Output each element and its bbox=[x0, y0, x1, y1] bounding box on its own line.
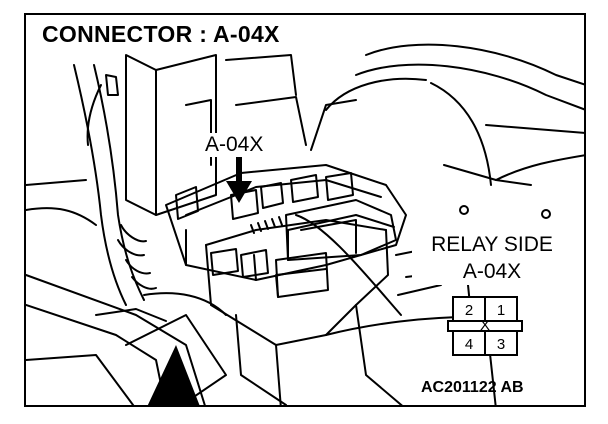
relay-side-heading: RELAY SIDE bbox=[431, 233, 553, 256]
pointer-arrow-icon bbox=[226, 155, 252, 203]
figure-code: AC201122 AB bbox=[421, 379, 524, 396]
diagram-frame: CONNECTOR : A-04X A-04X RELAY SIDE A-04X… bbox=[24, 13, 586, 407]
connector-title: CONNECTOR : A-04X bbox=[40, 21, 284, 50]
engine-bay-illustration bbox=[26, 43, 584, 405]
relay-side-connector: A-04X bbox=[462, 260, 522, 283]
relay-side-label: RELAY SIDE A-04X bbox=[412, 231, 572, 285]
connector-callout-label: A-04X bbox=[202, 133, 267, 157]
